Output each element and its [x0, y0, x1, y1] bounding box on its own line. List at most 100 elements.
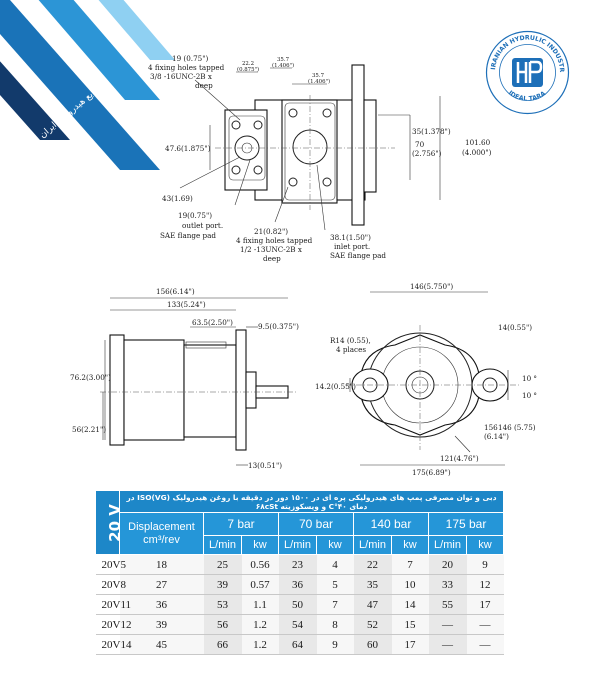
- pressure-7: 7 bar: [203, 512, 279, 536]
- flow-cell: 60: [353, 634, 392, 655]
- flow-cell: 20: [428, 554, 467, 575]
- power-cell: 15: [391, 614, 429, 635]
- model-cell: 20V12: [95, 614, 131, 635]
- dim-175: 175(6.89"): [412, 468, 451, 477]
- power-cell: 8: [316, 614, 354, 635]
- flow-cell: —: [428, 614, 467, 635]
- dim-762: 76.2(3.00"): [70, 373, 111, 382]
- power-cell: 7: [316, 594, 354, 615]
- dim-146: 146(5.750"): [410, 282, 453, 291]
- dim-70-b: (2.756"): [412, 149, 442, 158]
- dim-357-a: 35.7: [277, 57, 290, 63]
- fix2-4: deep: [263, 254, 281, 263]
- dim-22-b: (0.875"): [237, 66, 259, 73]
- dim-fixing-top-2: 4 fixing holes tapped: [148, 63, 225, 72]
- power-cell: 17: [466, 594, 504, 615]
- angle-10-b: 10 °: [522, 391, 537, 400]
- displacement-cell: 45: [119, 634, 204, 655]
- dim-13: 13(0.51"): [248, 461, 282, 470]
- pressure-70: 70 bar: [278, 512, 354, 536]
- power-cell: 9: [466, 554, 504, 575]
- power-cell: —: [466, 614, 504, 635]
- dim-357b-b: (1.406"): [308, 78, 330, 85]
- spec-table: 20 V دبی و توان مصرفی پمپ های هیدرولیکی …: [95, 490, 505, 655]
- inlet-2: inlet port.: [334, 242, 370, 251]
- power-cell: —: [466, 634, 504, 655]
- dim-70-a: 70: [415, 140, 425, 149]
- dim-614: (6.14"): [484, 432, 509, 441]
- displacement-header: Displacement cm³/rev: [119, 512, 204, 555]
- model-cell: 20V14: [95, 634, 131, 655]
- power-cell: 7: [391, 554, 429, 575]
- power-cell: 10: [391, 574, 429, 595]
- outlet-2: outlet port.: [182, 221, 223, 230]
- displacement-cell: 18: [119, 554, 204, 575]
- flow-cell: 66: [203, 634, 242, 655]
- stripe-navy: [0, 61, 70, 140]
- power-cell: 1.2: [241, 614, 279, 635]
- model-cell: 20V8: [95, 574, 126, 595]
- power-cell: 1.1: [241, 594, 279, 615]
- unit-header: kw: [241, 535, 279, 555]
- flow-cell: 25: [203, 554, 242, 575]
- unit-header: kw: [465, 535, 505, 555]
- dim-r14-a: R14 (0.55),: [330, 336, 371, 345]
- dim-fixing-top-4: deep: [195, 81, 213, 90]
- flow-cell: —: [428, 634, 467, 655]
- power-cell: 5: [316, 574, 354, 595]
- dim-95: 9.5(0.375"): [258, 322, 299, 331]
- dim-357b-a: 35.7: [312, 73, 325, 79]
- power-cell: 17: [391, 634, 429, 655]
- end-view: 146(5.750") R14 (0.55), 4 places 14(0.55…: [315, 282, 537, 477]
- inlet-1: 38.1(1.50"): [330, 233, 371, 242]
- pressure-175: 175 bar: [427, 512, 505, 536]
- fix2-3: 1/2 -13UNC-2B x: [240, 245, 302, 254]
- displacement-cell: 39: [119, 614, 204, 635]
- dim-635: 63.5(2.50"): [192, 318, 233, 327]
- dim-142: 14.2(0.55"): [315, 382, 356, 391]
- technical-drawings: 19 (0.75") 4 fixing holes tapped 3/8 -16…: [70, 54, 537, 477]
- model-cell: 20V11: [95, 594, 131, 615]
- dim-35: 35(1.378"): [412, 127, 451, 136]
- dim-43: 43(1.69): [162, 194, 193, 203]
- unit-header: kw: [391, 535, 429, 555]
- dim-fixing-top-3: 3/8 -16UNC-2B x: [150, 72, 212, 81]
- unit-header: kw: [316, 535, 354, 555]
- company-logo: IRANIAN HYDRULIC INDUSTRIES IDEAL TARA: [485, 30, 570, 115]
- inlet-3: SAE flange pad: [330, 251, 386, 260]
- dim-10160-b: (4.000"): [462, 148, 492, 157]
- dim-14r: 14(0.55"): [498, 323, 532, 332]
- power-cell: 1.2: [241, 634, 279, 655]
- power-cell: 12: [466, 574, 504, 595]
- flow-cell: 50: [278, 594, 317, 615]
- flow-cell: 55: [428, 594, 467, 615]
- dim-146-end: 146 (5.75): [498, 423, 536, 432]
- corner-decoration: صنایع هیدرولیک ایران: [0, 0, 175, 170]
- flow-cell: 23: [278, 554, 317, 575]
- dim-476: 47.6(1.875"): [165, 144, 211, 153]
- flow-cell: 33: [428, 574, 467, 595]
- side-view: 156(6.14") 133(5.24") 63.5(2.50") 9.5(0.…: [70, 287, 299, 470]
- angle-10-a: 10 °: [522, 374, 537, 383]
- outlet-3: SAE flange pad: [160, 231, 216, 240]
- unit-header: L/min: [203, 535, 242, 555]
- dim-121: 121(4.76"): [440, 454, 479, 463]
- dim-fixing-top-1: 19 (0.75"): [172, 54, 209, 63]
- flow-cell: 47: [353, 594, 392, 615]
- stripe-dark: [0, 0, 160, 170]
- stripe-light: [98, 0, 175, 60]
- flow-cell: 54: [278, 614, 317, 635]
- displacement-cell: 36: [119, 594, 204, 615]
- flow-cell: 35: [353, 574, 392, 595]
- flow-cell: 56: [203, 614, 242, 635]
- pressure-140: 140 bar: [353, 512, 429, 536]
- power-cell: 4: [316, 554, 354, 575]
- flow-cell: 36: [278, 574, 317, 595]
- power-cell: 0.57: [241, 574, 279, 595]
- voltage-label: 20 V: [95, 490, 124, 555]
- top-view: 19 (0.75") 4 fixing holes tapped 3/8 -16…: [148, 54, 492, 263]
- unit-header: L/min: [353, 535, 392, 555]
